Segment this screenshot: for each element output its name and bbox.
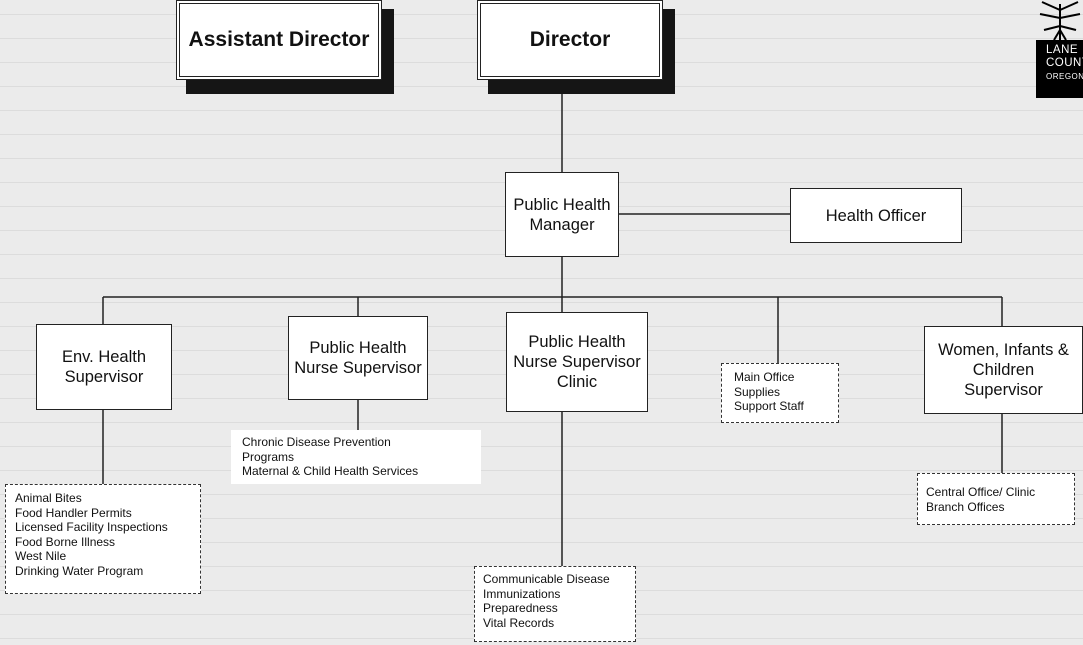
list-item: Supplies	[734, 384, 781, 399]
phn-programs-box: Chronic Disease Prevention Programs Mate…	[231, 430, 481, 484]
clinic-line-2: Nurse Supervisor	[513, 353, 641, 371]
list-item: Programs	[242, 449, 295, 464]
health-officer-box: Health Officer	[790, 188, 962, 243]
list-item: Support Staff	[734, 399, 804, 413]
list-item: Communicable Disease	[483, 572, 610, 586]
list-item: Licensed Facility Inspections	[15, 520, 168, 534]
assistant-director-box: Assistant Director	[176, 0, 382, 80]
phn-supervisor-line-2: Nurse Supervisor	[294, 359, 422, 377]
public-health-manager-box: Public Health Manager	[505, 172, 619, 257]
list-item: Immunizations	[483, 586, 561, 601]
list-item: Food Borne Illness	[15, 534, 116, 549]
main-office-support-box: Main Office Supplies Support Staff	[721, 363, 839, 423]
wic-line-2: Children	[972, 361, 1035, 379]
list-item: Food Handler Permits	[15, 505, 132, 520]
env-health-line-2: Supervisor	[64, 368, 144, 386]
env-health-programs-box: Animal Bites Food Handler Permits Licens…	[5, 484, 201, 594]
phn-supervisor-clinic-box: Public Health Nurse Supervisor Clinic	[506, 312, 648, 412]
env-health-line-1: Env. Health	[61, 348, 147, 366]
list-item: Maternal & Child Health Services	[242, 464, 419, 478]
director-title: Director	[529, 28, 611, 51]
list-item: Branch Offices	[926, 499, 1005, 514]
list-item: West Nile	[15, 549, 67, 563]
logo-wordmark: LANE COUNTY OREGON	[1036, 40, 1083, 98]
manager-line-2: Manager	[529, 215, 595, 234]
tree-icon	[1039, 1, 1081, 40]
wic-supervisor-box: Women, Infants & Children Supervisor	[924, 326, 1083, 414]
list-item: Drinking Water Program	[15, 563, 144, 578]
list-item: Chronic Disease Prevention	[242, 435, 391, 449]
phn-supervisor-box: Public Health Nurse Supervisor	[288, 316, 428, 400]
list-item: Main Office	[734, 370, 795, 384]
assistant-director-title: Assistant Director	[188, 28, 370, 51]
list-item: Animal Bites	[15, 491, 82, 505]
clinic-programs-box: Communicable Disease Immunizations Prepa…	[474, 566, 636, 642]
wic-line-1: Women, Infants &	[938, 341, 1069, 359]
lane-county-logo: LANE COUNTY OREGON	[1030, 0, 1083, 98]
phn-supervisor-line-1: Public Health	[309, 339, 407, 357]
list-item: Vital Records	[483, 615, 555, 630]
clinic-line-1: Public Health	[528, 333, 626, 351]
director-box: Director	[477, 0, 663, 80]
list-item: Preparedness	[483, 601, 558, 615]
env-health-supervisor-box: Env. Health Supervisor	[36, 324, 172, 410]
wic-line-3: Supervisor	[964, 381, 1043, 399]
manager-line-1: Public Health	[513, 195, 611, 214]
health-officer-title: Health Officer	[825, 206, 927, 225]
list-item: Central Office/ Clinic	[926, 485, 1036, 499]
clinic-line-3: Clinic	[556, 373, 598, 391]
wic-offices-box: Central Office/ Clinic Branch Offices	[917, 473, 1075, 525]
